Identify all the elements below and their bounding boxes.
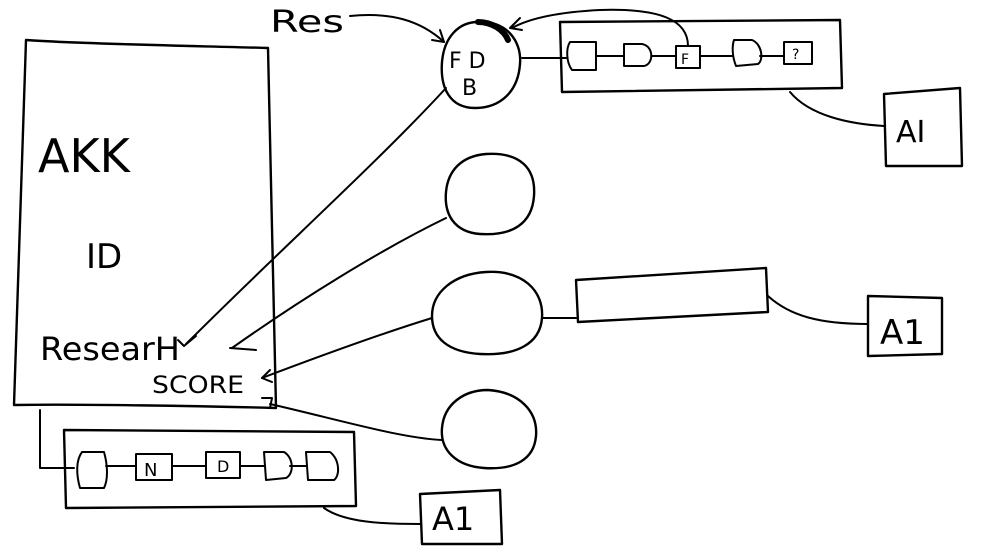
bottom-chain-node-label: N bbox=[144, 460, 157, 481]
top-chain-node[interactable] bbox=[783, 41, 813, 65]
arrow-to-score-head bbox=[261, 369, 273, 383]
middle-ai-connector bbox=[767, 295, 869, 325]
bottom-chain-box[interactable] bbox=[62, 428, 358, 510]
middle-box[interactable] bbox=[574, 266, 770, 324]
feedback-arrow bbox=[511, 8, 689, 47]
bottom-chain-node-label: D bbox=[217, 457, 229, 476]
main-box[interactable] bbox=[12, 38, 278, 410]
circle-node-2[interactable] bbox=[444, 152, 536, 236]
ai-label-middle: A1 bbox=[880, 313, 925, 353]
top-chain-node[interactable] bbox=[675, 45, 701, 69]
arrow-from-circle-4-head bbox=[261, 397, 273, 409]
bottom-chain-node[interactable] bbox=[135, 453, 173, 481]
circle-node-4[interactable] bbox=[440, 388, 538, 470]
res-arrow bbox=[349, 14, 445, 43]
bottom-connector bbox=[39, 409, 75, 469]
arrow-to-box-2-head bbox=[229, 347, 257, 351]
bottom-chain-node[interactable] bbox=[263, 451, 293, 481]
top-chain-node-label: F bbox=[681, 52, 689, 68]
ai-box-top[interactable] bbox=[882, 86, 964, 168]
main-box-score-label: SCORE bbox=[152, 371, 244, 399]
ai-label-top: AI bbox=[896, 115, 925, 150]
arrow-from-circle-4 bbox=[269, 403, 443, 441]
ai-box-middle[interactable] bbox=[866, 294, 944, 358]
top-node-line1: F D bbox=[449, 49, 486, 74]
top-node-thick-mark bbox=[475, 19, 511, 43]
main-box-title: AKK bbox=[38, 129, 132, 183]
bottom-chain-node[interactable] bbox=[76, 451, 108, 489]
bottom-chain-node[interactable] bbox=[205, 451, 241, 479]
bottom-ai-connector bbox=[323, 507, 421, 525]
arrow-to-research-head bbox=[177, 335, 197, 347]
res-label: Res bbox=[270, 5, 344, 40]
arrow-to-research bbox=[185, 87, 447, 345]
top-node[interactable] bbox=[440, 19, 522, 110]
top-chain-node[interactable] bbox=[566, 41, 597, 71]
main-box-research-label: ResearH bbox=[40, 330, 180, 368]
top-chain-node-label: ? bbox=[792, 47, 799, 63]
top-chain-node[interactable] bbox=[623, 43, 653, 67]
top-chain-box[interactable] bbox=[558, 18, 844, 94]
bottom-chain-node[interactable] bbox=[305, 451, 340, 481]
top-node-line2: B bbox=[462, 76, 477, 101]
main-box-id-label: ID bbox=[86, 237, 122, 277]
feedback-arrow-head bbox=[509, 17, 523, 31]
res-arrow-head bbox=[431, 29, 445, 43]
ai-box-bottom[interactable] bbox=[418, 488, 504, 546]
top-chain-node[interactable] bbox=[731, 39, 763, 67]
arrow-to-score bbox=[261, 317, 433, 379]
arrow-to-box-2 bbox=[231, 217, 447, 349]
top-ai-connector bbox=[789, 91, 885, 127]
circle-node-3[interactable] bbox=[430, 270, 544, 356]
ai-label-bottom: A1 bbox=[432, 500, 474, 538]
